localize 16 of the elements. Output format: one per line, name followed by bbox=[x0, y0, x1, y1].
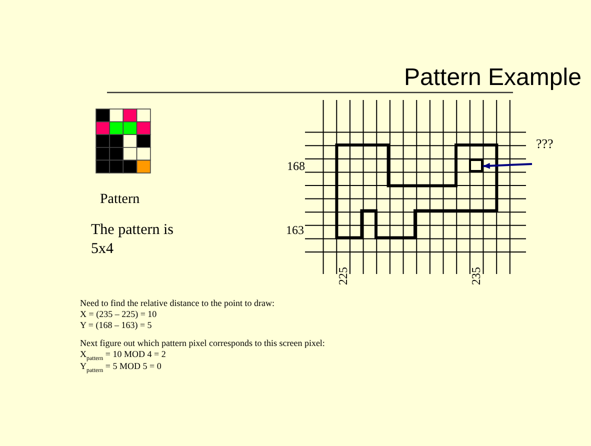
explanation-text: Need to find the relative distance to the point to draw: bbox=[80, 299, 274, 308]
slide-title: Pattern Example bbox=[404, 66, 582, 90]
column-coordinate: 235 bbox=[470, 267, 482, 285]
formula-text: X$_{pattern}$ = 10 MOD 4 = 2 bbox=[80, 350, 166, 362]
unknown-pixel-label: ??? bbox=[536, 137, 554, 150]
arrow bbox=[482, 162, 532, 169]
pattern-caption: Pattern bbox=[100, 193, 140, 207]
row-coordinate: 168 bbox=[287, 160, 305, 172]
pattern-size-note: The pattern is 5x4 bbox=[91, 221, 174, 258]
row-coordinate: 163 bbox=[286, 224, 304, 236]
highlighted-pixel-box bbox=[469, 159, 483, 172]
formula-text: Y$_{pattern}$ = 5 MOD 5 = 0 bbox=[80, 362, 162, 374]
explanation-text: Next figure out which pattern pixel corresponds to this screen pixel: bbox=[80, 339, 325, 348]
column-coordinate: 225 bbox=[337, 267, 349, 285]
formula-text: X = (235 – 225) = 10 bbox=[80, 310, 157, 319]
formula-text: Y = (168 – 163) = 5 bbox=[80, 321, 152, 330]
